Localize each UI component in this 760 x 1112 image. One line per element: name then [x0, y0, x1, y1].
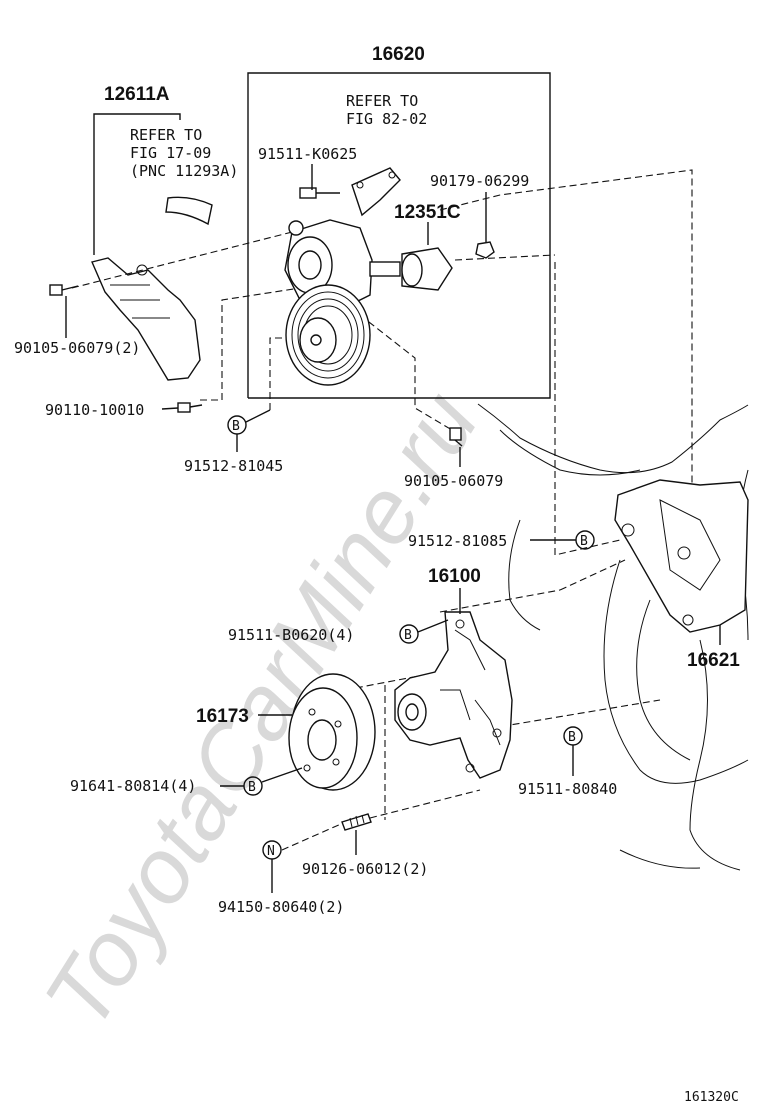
figure-code: 161320C — [684, 1090, 739, 1105]
assembly-box-16620: 16620 REFER TO FIG 82-02 — [247, 44, 551, 399]
label-90110-10010: 90110-10010 — [45, 401, 179, 419]
label-16621: 16621 — [687, 625, 740, 671]
label-91511-k0625: 91511-K0625 — [258, 145, 357, 190]
label-90126-06012-2-text: 90126-06012(2) — [302, 860, 428, 878]
label-90105-06079: 90105-06079 — [404, 447, 503, 490]
cover-refer-line-2: FIG 17-09 — [130, 144, 211, 162]
label-91511-80840: B 91511-80840 — [518, 726, 617, 798]
label-16100: 16100 — [428, 566, 481, 614]
cover-12611a: 12611A REFER TO FIG 17-09 (PNC 11293A) — [91, 84, 238, 381]
cover-refer-line-1: REFER TO — [130, 126, 202, 144]
label-91512-81045-text: 91512-81045 — [184, 457, 283, 475]
label-16173-text: 16173 — [196, 706, 249, 727]
cover-number: 12611A — [104, 84, 170, 105]
label-91512-81085: 91512-81085 B — [408, 530, 595, 550]
label-90179-06299: 90179-06299 — [430, 172, 529, 242]
label-91511-b0620-4-text: 91511-B0620(4) — [228, 626, 354, 644]
label-16100-text: 16100 — [428, 566, 481, 587]
bolt-90105-06079-shape — [449, 427, 463, 447]
badge-b-91511-b0620: B — [404, 628, 412, 643]
label-90126-06012-2: 90126-06012(2) — [302, 830, 428, 878]
label-90105-06079-2-text: 90105-06079(2) — [14, 339, 140, 357]
label-94150-80640-2-text: 94150-80640(2) — [218, 898, 344, 916]
bolt-90105-06079-2-shape — [49, 284, 79, 296]
label-91641-80814-4: 91641-80814(4) B — [70, 767, 303, 796]
water-pump-16100-shape — [394, 611, 513, 779]
assembly-refer-line-1: REFER TO — [346, 92, 418, 110]
pulley-16173-shape — [288, 673, 376, 791]
label-90179-06299-text: 90179-06299 — [430, 172, 529, 190]
label-90105-06079-text: 90105-06079 — [404, 472, 503, 490]
label-91511-k0625-text: 91511-K0625 — [258, 145, 357, 163]
stud-90126-06012-shape — [341, 813, 372, 831]
label-91512-81085-text: 91512-81085 — [408, 532, 507, 550]
bracket-16621-shape — [614, 479, 749, 633]
label-94150-80640-2: N 94150-80640(2) — [218, 840, 344, 916]
cover-plate-shape — [91, 257, 201, 381]
badge-n-94150-80640: N — [267, 844, 275, 859]
tensioner-assembly-shape — [284, 167, 495, 386]
label-16173: 16173 — [196, 706, 292, 727]
badge-b-91511-80840: B — [568, 730, 576, 745]
label-12351c: 12351C — [394, 202, 461, 245]
label-91512-81045: B 91512-81045 — [184, 409, 283, 475]
badge-b-91512-81045: B — [232, 419, 240, 434]
label-90110-10010-text: 90110-10010 — [45, 401, 144, 419]
bolt-90110-10010-shape — [177, 402, 203, 413]
assembly-refer-line-2: FIG 82-02 — [346, 110, 427, 128]
assembly-number: 16620 — [372, 44, 425, 65]
engine-block-outline — [477, 403, 749, 871]
label-91511-80840-text: 91511-80840 — [518, 780, 617, 798]
badge-b-91512-81085: B — [580, 534, 588, 549]
label-91641-80814-4-text: 91641-80814(4) — [70, 777, 196, 795]
cover-refer-line-3: (PNC 11293A) — [130, 162, 238, 180]
label-90105-06079-2: 90105-06079(2) — [14, 296, 140, 357]
badge-b-91641-80814: B — [248, 780, 256, 795]
label-91511-b0620-4: 91511-B0620(4) B — [228, 619, 449, 644]
label-16621-text: 16621 — [687, 650, 740, 671]
cover-strip-shape — [165, 196, 213, 226]
label-12351c-text: 12351C — [394, 202, 461, 223]
